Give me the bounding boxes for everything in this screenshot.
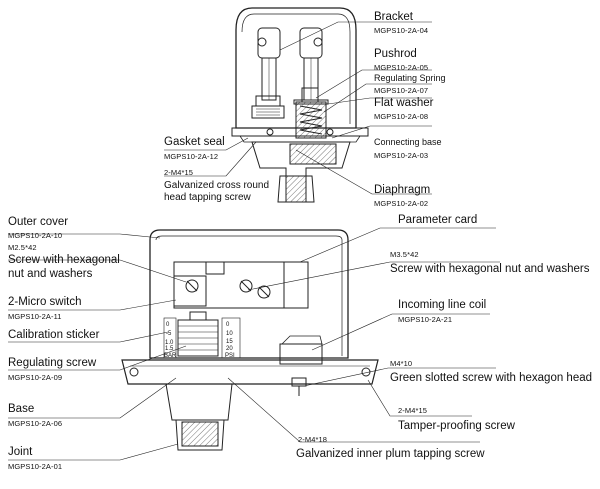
parameter-card [283, 261, 309, 309]
bottom-leaders [8, 227, 500, 461]
regulating-screw-code: MGPS10-2A-09 [8, 373, 63, 382]
psi-tick-2: 15 [226, 339, 233, 345]
bar-tick-3: 1.5 [165, 346, 174, 352]
top-cover [235, 7, 357, 129]
bar-unit: BAR [164, 353, 177, 359]
regulating-spring [299, 105, 323, 135]
regulating-spring-label: Regulating Spring [374, 73, 446, 83]
joint [175, 419, 225, 451]
micro-switch-label: 2-Micro switch [8, 296, 82, 308]
micro-switch [173, 275, 207, 307]
hex-screw-left-spec: M2.5*42 [8, 243, 37, 252]
flat-washer-label: Flat washer [374, 97, 434, 109]
outer-cover [149, 229, 349, 359]
incoming-line-coil [279, 343, 323, 365]
hex-screw-left-label-1: Screw with hexagonal [8, 254, 120, 266]
top-leaders [164, 21, 432, 195]
tamper-screw-label: Tamper-proofing screw [398, 420, 515, 432]
diaphragm-code: MGPS10-2A-02 [374, 199, 429, 208]
hex-screw-left-label-2: nut and washers [8, 268, 93, 280]
incoming-coil-code: MGPS10-2A-21 [398, 315, 453, 324]
calibration-sticker-label: Calibration sticker [8, 329, 100, 341]
joint-code: MGPS10-2A-01 [8, 462, 63, 471]
bar-tick-1: -5 [166, 331, 172, 337]
cross-screw-label-2: head tapping screw [164, 192, 251, 203]
regulating-spring-code: MGPS10-2A-07 [374, 86, 429, 95]
tamper-screw-spec: 2-M4*15 [398, 406, 428, 415]
outer-cover-label: Outer cover [8, 216, 69, 228]
flat-washer-code: MGPS10-2A-08 [374, 112, 429, 121]
plum-screw-spec: 2-M4*18 [298, 435, 328, 444]
parameter-card-label: Parameter card [398, 214, 478, 226]
outer-cover-code: MGPS10-2A-10 [8, 231, 63, 240]
calibration-sticker [163, 317, 177, 359]
pushrod-label: Pushrod [374, 48, 417, 60]
cross-screw-spec: 2-M4*15 [164, 168, 194, 177]
green-screw-spec: M4*10 [390, 359, 413, 368]
bracket [257, 27, 281, 59]
bracket-label: Bracket [374, 11, 413, 23]
bar-tick-0: 0 [166, 322, 170, 328]
cross-screw-label-1: Galvanized cross round [164, 180, 270, 191]
base-label: Base [8, 403, 35, 415]
hex-screw-right-label: Screw with hexagonal nut and washers [390, 263, 590, 275]
base [121, 359, 379, 385]
diaphragm-label: Diaphragm [374, 184, 431, 196]
plum-screw-label: Galvanized inner plum tapping screw [296, 448, 485, 460]
micro-switch-code: MGPS10-2A-11 [8, 312, 62, 321]
green-screw-label: Green slotted screw with hexagon head [390, 372, 593, 384]
pushrod-code: MGPS10-2A-05 [374, 63, 429, 72]
hex-screw-right-spec: M3.5*42 [390, 250, 419, 259]
psi-unit: PSI [225, 353, 235, 359]
incoming-coil-label: Incoming line coil [398, 299, 487, 311]
gasket-seal-code: MGPS10-2A-12 [164, 152, 219, 161]
bracket-code: MGPS10-2A-04 [374, 26, 429, 35]
connecting-base-code: MGPS10-2A-03 [374, 151, 429, 160]
psi-tick-1: 10 [226, 331, 233, 337]
top-assembly [231, 7, 369, 203]
connecting-base-label: Connecting base [374, 137, 442, 147]
joint-label: Joint [8, 446, 33, 458]
psi-tick-0: 0 [226, 322, 230, 328]
regulating-screw-label: Regulating screw [8, 357, 97, 369]
bottom-assembly [121, 229, 379, 451]
green-slotted-screw [291, 377, 307, 387]
base-code: MGPS10-2A-06 [8, 419, 63, 428]
gasket-seal-label: Gasket seal [164, 136, 225, 148]
bar-tick-2: 1.0 [165, 340, 174, 346]
gasket-seal [239, 135, 361, 143]
psi-tick-3: 20 [226, 346, 233, 352]
